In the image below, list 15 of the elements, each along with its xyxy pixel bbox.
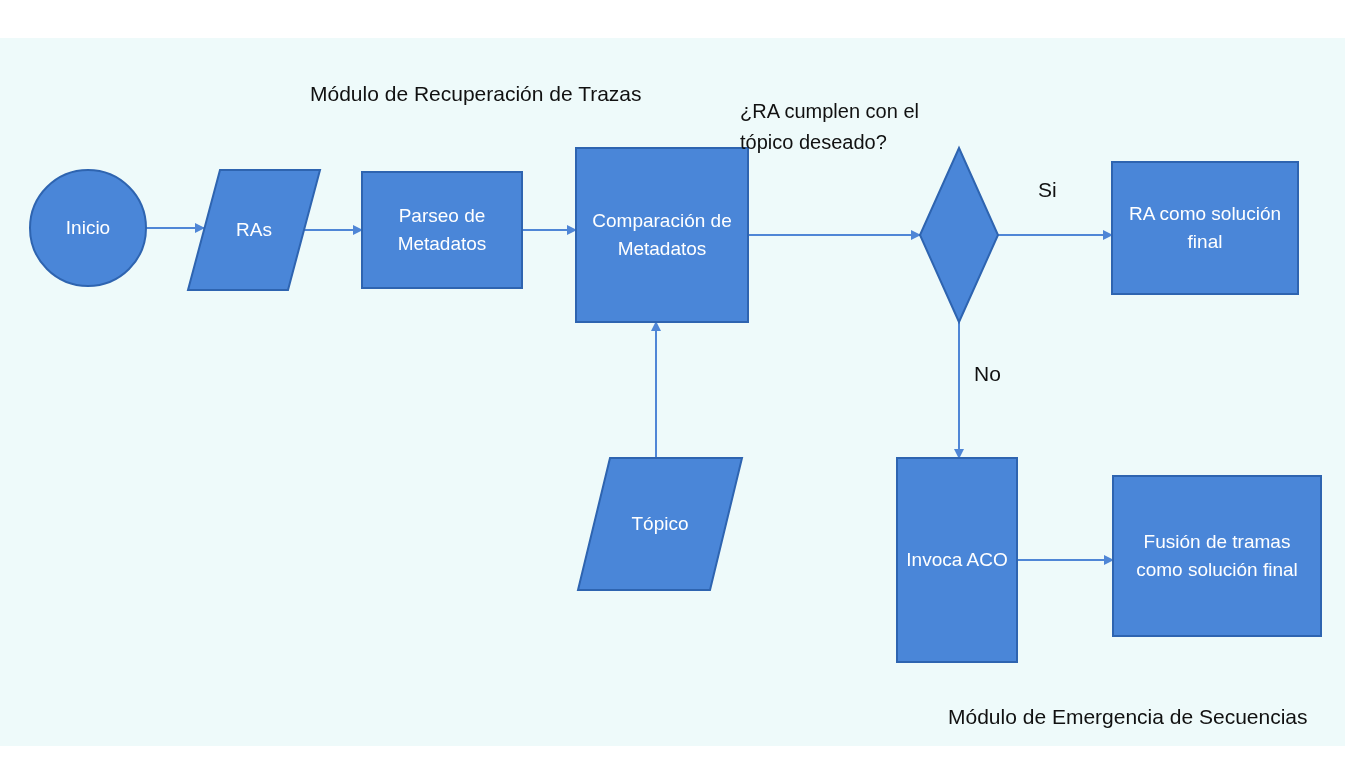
arrow — [303, 225, 363, 235]
arrow — [651, 321, 661, 459]
question-text: ¿RA cumplen con el tópico deseado? — [740, 99, 920, 155]
node-label: Tópico — [630, 512, 690, 537]
node-label: Invoca ACO — [905, 548, 1009, 573]
arrow — [997, 230, 1113, 240]
node-label: RAs — [235, 218, 273, 243]
node-label: Fusión de tramas como solución final — [1135, 530, 1299, 582]
arrow — [954, 321, 964, 459]
node-label: Comparación de Metadatos — [591, 209, 733, 261]
module-title: Módulo de Recuperación de Trazas — [310, 82, 642, 106]
node-label: Parseo de Metadatos — [396, 204, 488, 256]
node-label: RA como solución final — [1127, 202, 1283, 254]
module-title: Módulo de Emergencia de Secuencias — [948, 705, 1308, 729]
node-label: Inicio — [64, 216, 112, 241]
